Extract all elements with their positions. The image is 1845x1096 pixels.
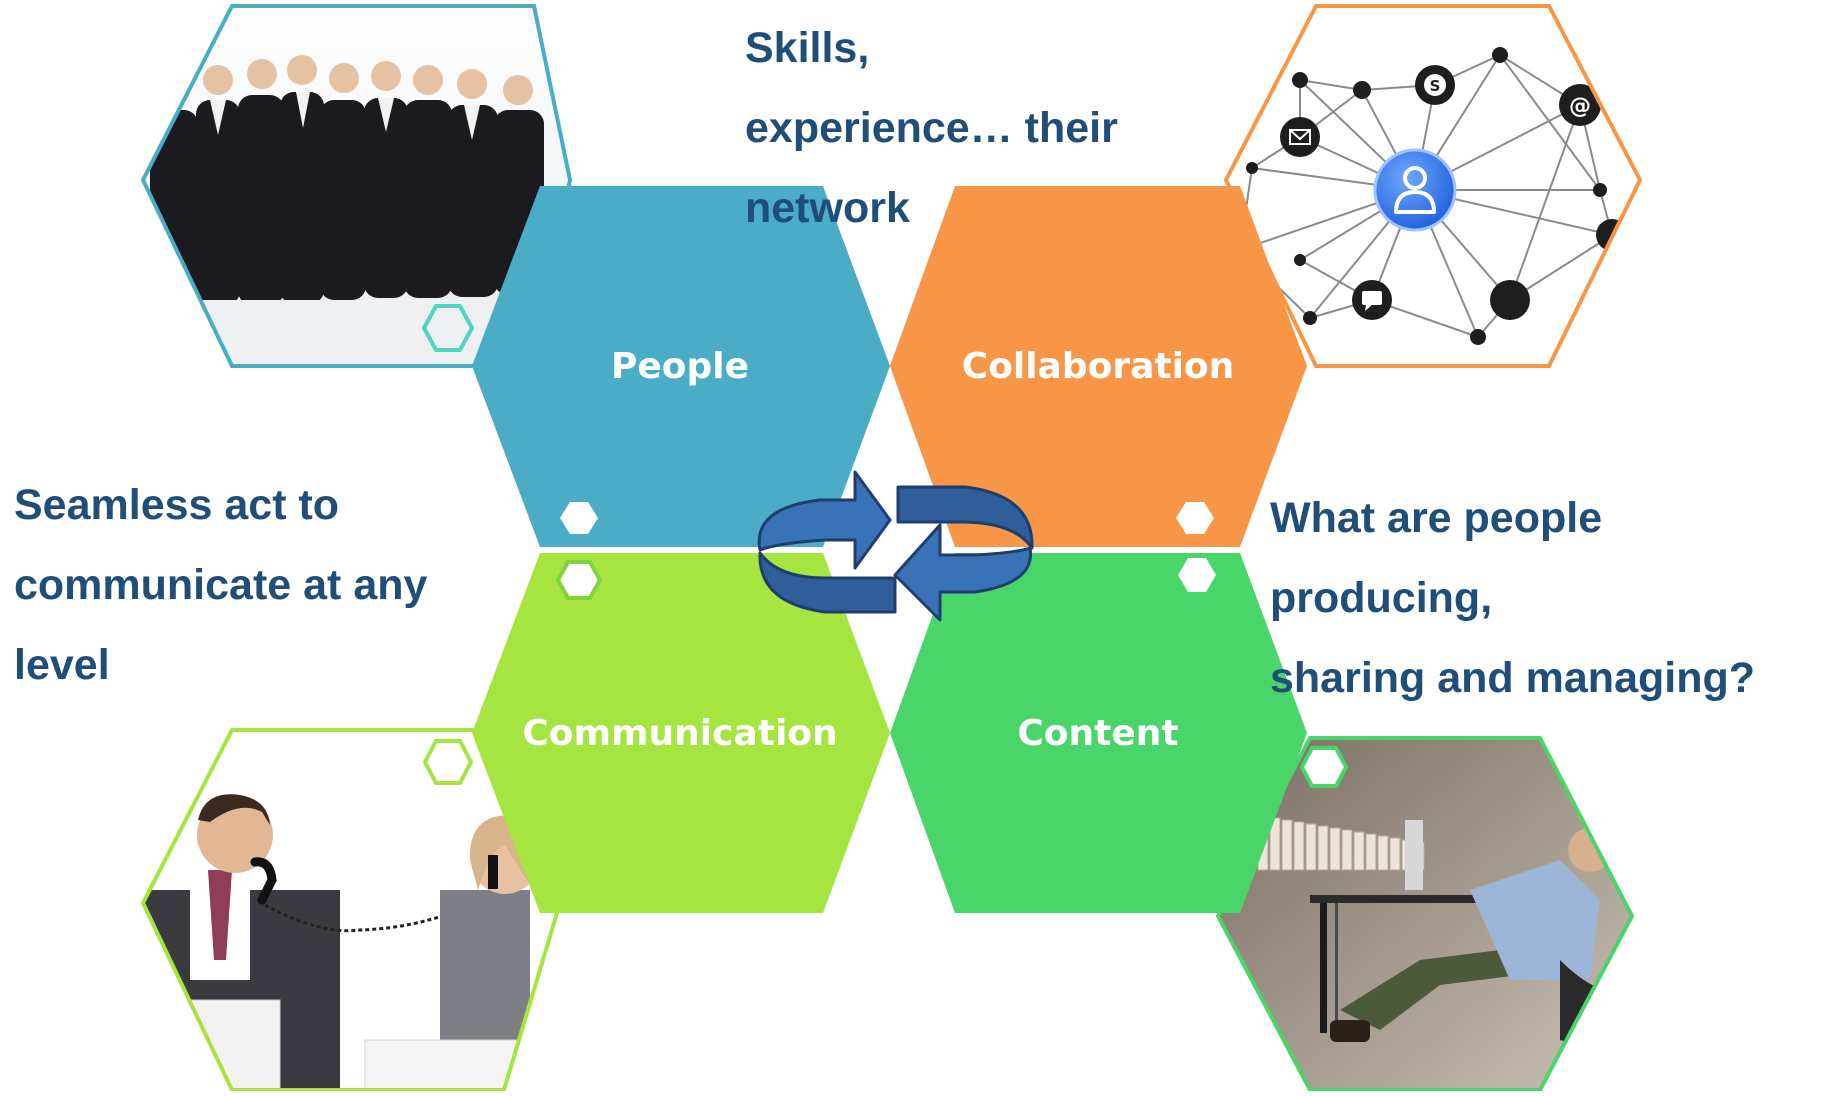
- hexagon-communication: Communication: [472, 553, 890, 913]
- skype-icon: S: [1415, 65, 1455, 105]
- small-hexagon-decorations: [421, 304, 1349, 788]
- callout-communication: Seamless act to communicate at any level: [14, 465, 514, 705]
- hex-label-content: Content: [1017, 713, 1178, 754]
- callout-people-line-2: experience… their: [745, 104, 1118, 152]
- callout-communication-line-1: Seamless act to: [14, 481, 340, 529]
- hexagon-people: People: [472, 186, 890, 547]
- callout-people-line-1: Skills,: [745, 24, 870, 72]
- callout-people: Skills, experience… their network: [745, 8, 1165, 248]
- callout-people-line-3: network: [745, 184, 910, 232]
- user-icon: [1373, 148, 1457, 232]
- hexagon-collaboration: Collaboration: [890, 186, 1307, 547]
- at-sign-icon: @: [1559, 84, 1601, 126]
- svg-text:@: @: [1569, 94, 1591, 119]
- network-photo: S @: [1223, 4, 1643, 368]
- hex-label-people: People: [611, 346, 749, 387]
- chat-bubble-icon: [1352, 280, 1392, 320]
- cycle-arrow-top: [757, 470, 892, 570]
- hexagon-content: Content: [890, 553, 1307, 913]
- envelope-icon: [1280, 117, 1320, 157]
- hex-label-collaboration: Collaboration: [962, 346, 1235, 387]
- cycle-arrows: [757, 470, 1034, 622]
- callout-communication-line-3: level: [14, 641, 110, 689]
- cycle-arrow-bottom: [893, 523, 1033, 622]
- svg-text:S: S: [1430, 77, 1441, 95]
- callout-content-line-2: sharing and managing?: [1270, 654, 1755, 702]
- callout-communication-line-2: communicate at any: [14, 561, 428, 609]
- callout-content: What are people producing, sharing and m…: [1270, 478, 1830, 718]
- callout-content-line-1: What are people producing,: [1270, 494, 1603, 622]
- hex-label-communication: Communication: [522, 713, 837, 754]
